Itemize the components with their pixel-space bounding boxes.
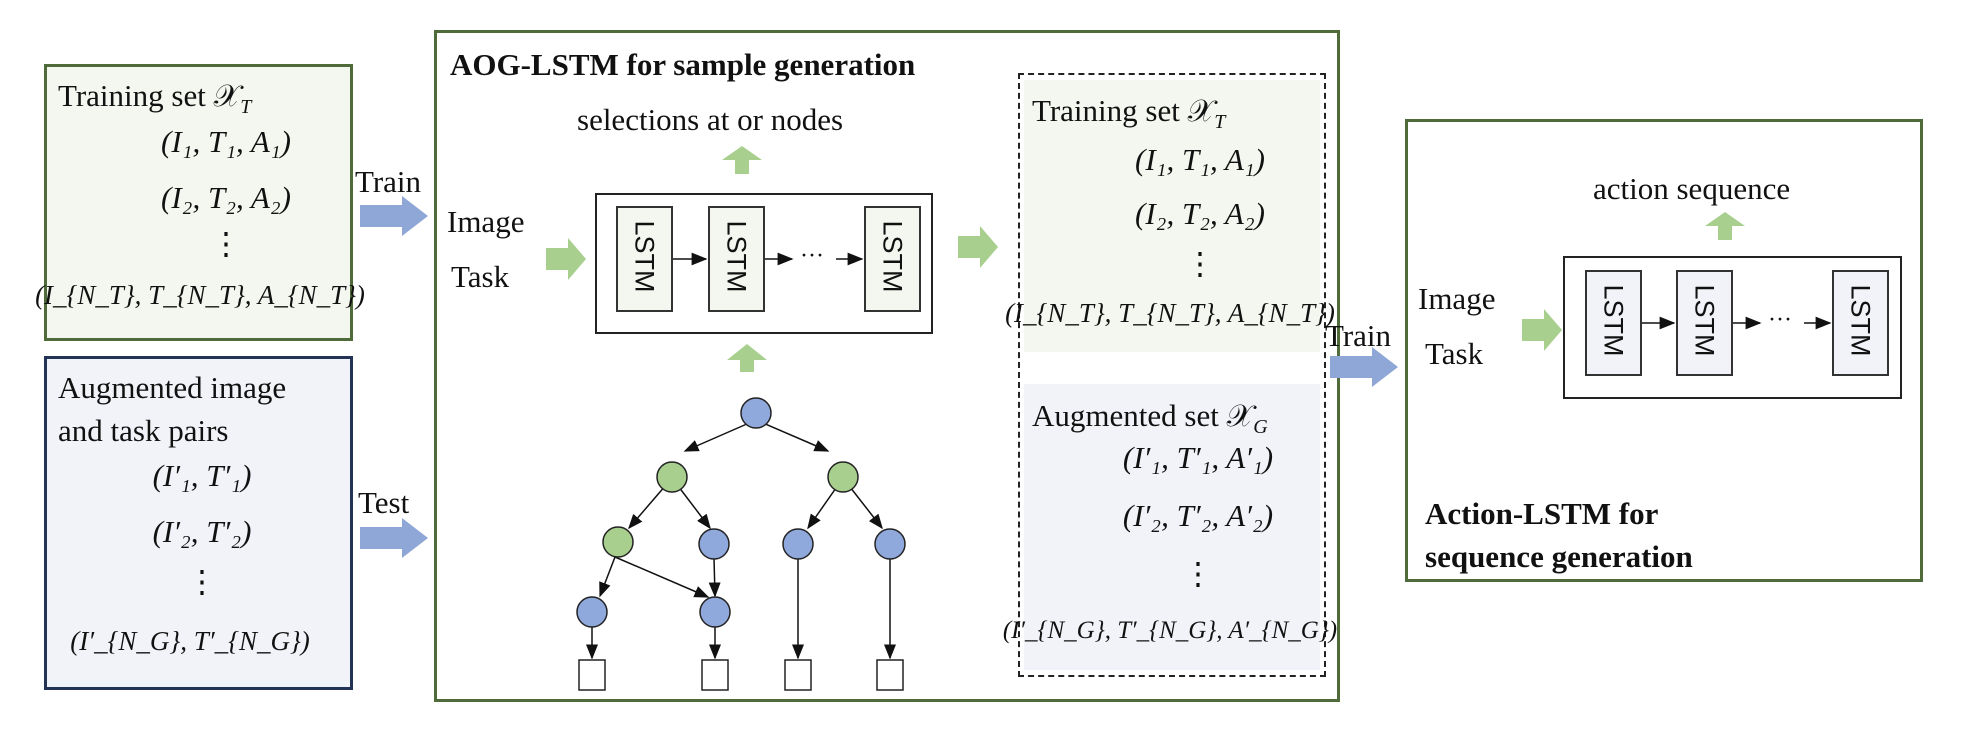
aog-tree-edges xyxy=(586,419,896,660)
aog-input-arrow xyxy=(546,238,586,280)
generated-augmented-row-n: (I′_{N_G}, T′_{N_G}, A′_{N_G}) xyxy=(1002,617,1338,644)
training-row-2: (I₂, T₂, A₂) xyxy=(161,180,291,215)
aog-and-node-1 xyxy=(698,528,730,560)
aog-tree-nodes xyxy=(576,397,906,628)
generated-training-row-n: (I_{N_T}, T_{N_T}, A_{N_T}) xyxy=(1005,298,1335,328)
augmented-pair-row-2: (I′₂, T′₂) xyxy=(152,514,252,549)
generated-training-row-1: (I₁, T₁, A₁) xyxy=(1135,142,1265,177)
training-row-n: (I_{N_T}, T_{N_T}, A_{N_T}) xyxy=(35,280,365,310)
train-block-arrow-2 xyxy=(1330,347,1398,387)
aog-or-node-2 xyxy=(827,461,859,493)
generated-training-ellipsis: ⋮ xyxy=(1184,246,1216,281)
augmented-pairs-title-2: and task pairs xyxy=(58,413,229,448)
generated-augmented-row-1: (I′₁, T′₁, A′₁) xyxy=(1122,440,1274,475)
action-lstm-title-1: Action-LSTM for xyxy=(1425,496,1659,531)
training-set-title: Training set 𝒳T xyxy=(58,78,252,119)
train-arrow-label: Train xyxy=(355,164,422,199)
action-input-image: Image xyxy=(1418,281,1496,316)
action-lstm-cell-3 xyxy=(1832,270,1889,376)
aog-lstm-ellipsis: ··· xyxy=(800,243,824,269)
aog-lstm-cell-1 xyxy=(616,206,673,312)
aog-terminal-2 xyxy=(701,659,729,691)
augmented-pair-row-1: (I′₁, T′₁) xyxy=(152,458,252,493)
aog-lstm-title: AOG-LSTM for sample generation xyxy=(450,47,916,82)
training-ellipsis: ⋮ xyxy=(210,226,242,261)
generated-training-row-2: (I₂, T₂, A₂) xyxy=(1135,196,1265,231)
aog-and-node-3 xyxy=(874,528,906,560)
aog-terminal-1 xyxy=(578,659,606,691)
generated-training-region xyxy=(1024,80,1320,352)
aog-lstm-cell-3 xyxy=(864,206,921,312)
augmented-pair-row-n: (I′_{N_G}, T′_{N_G}) xyxy=(70,626,310,656)
aog-to-sets-arrow xyxy=(958,226,998,268)
action-lstm-chain xyxy=(1563,256,1902,399)
aog-input-task: Task xyxy=(451,259,510,294)
test-block-arrow xyxy=(360,518,428,558)
aog-output-label: selections at or nodes xyxy=(577,102,844,137)
augmented-pair-ellipsis: ⋮ xyxy=(186,564,218,599)
aog-lstm-cell-2 xyxy=(708,206,765,312)
generated-augmented-row-2: (I′₂, T′₂, A′₂) xyxy=(1122,498,1274,533)
action-input-arrow xyxy=(1522,309,1562,351)
generated-augmented-ellipsis: ⋮ xyxy=(1182,556,1214,591)
train-block-arrow xyxy=(360,196,428,236)
aog-output-arrow xyxy=(722,146,762,174)
aog-terminal-3 xyxy=(784,659,812,691)
test-arrow-label: Test xyxy=(358,485,410,520)
train-arrow-label-2: Train xyxy=(1325,318,1392,353)
action-lstm-ellipsis: ··· xyxy=(1768,307,1792,333)
generated-training-title: Training set 𝒳T xyxy=(1032,93,1226,134)
generated-augmented-region xyxy=(1024,384,1320,670)
aog-or-node-3 xyxy=(602,526,634,558)
action-lstm-cell-1 xyxy=(1585,270,1642,376)
aog-lstm-chain xyxy=(595,193,933,334)
augmented-pairs-box xyxy=(44,356,353,690)
action-input-task: Task xyxy=(1425,336,1484,371)
training-set-box xyxy=(44,64,353,341)
action-lstm-title-2: sequence generation xyxy=(1425,539,1693,574)
aog-tree-to-lstm-arrow xyxy=(727,344,767,372)
action-output-arrow xyxy=(1705,212,1745,240)
action-output-label: action sequence xyxy=(1593,171,1791,206)
aog-terminal-4 xyxy=(876,659,904,691)
aog-and-node-root xyxy=(740,397,772,429)
aog-and-node-4 xyxy=(576,596,608,628)
aog-input-image: Image xyxy=(447,204,525,239)
training-row-1: (I₁, T₁, A₁) xyxy=(161,124,291,159)
aog-and-node-5 xyxy=(699,596,731,628)
generated-sets-box xyxy=(1018,73,1326,677)
generated-augmented-title: Augmented set 𝒳G xyxy=(1032,398,1268,439)
aog-terminal-nodes xyxy=(578,659,904,691)
aog-or-node-1 xyxy=(656,461,688,493)
aog-and-node-2 xyxy=(782,528,814,560)
augmented-pairs-title-1: Augmented image xyxy=(58,370,287,405)
action-lstm-cell-2 xyxy=(1676,270,1733,376)
